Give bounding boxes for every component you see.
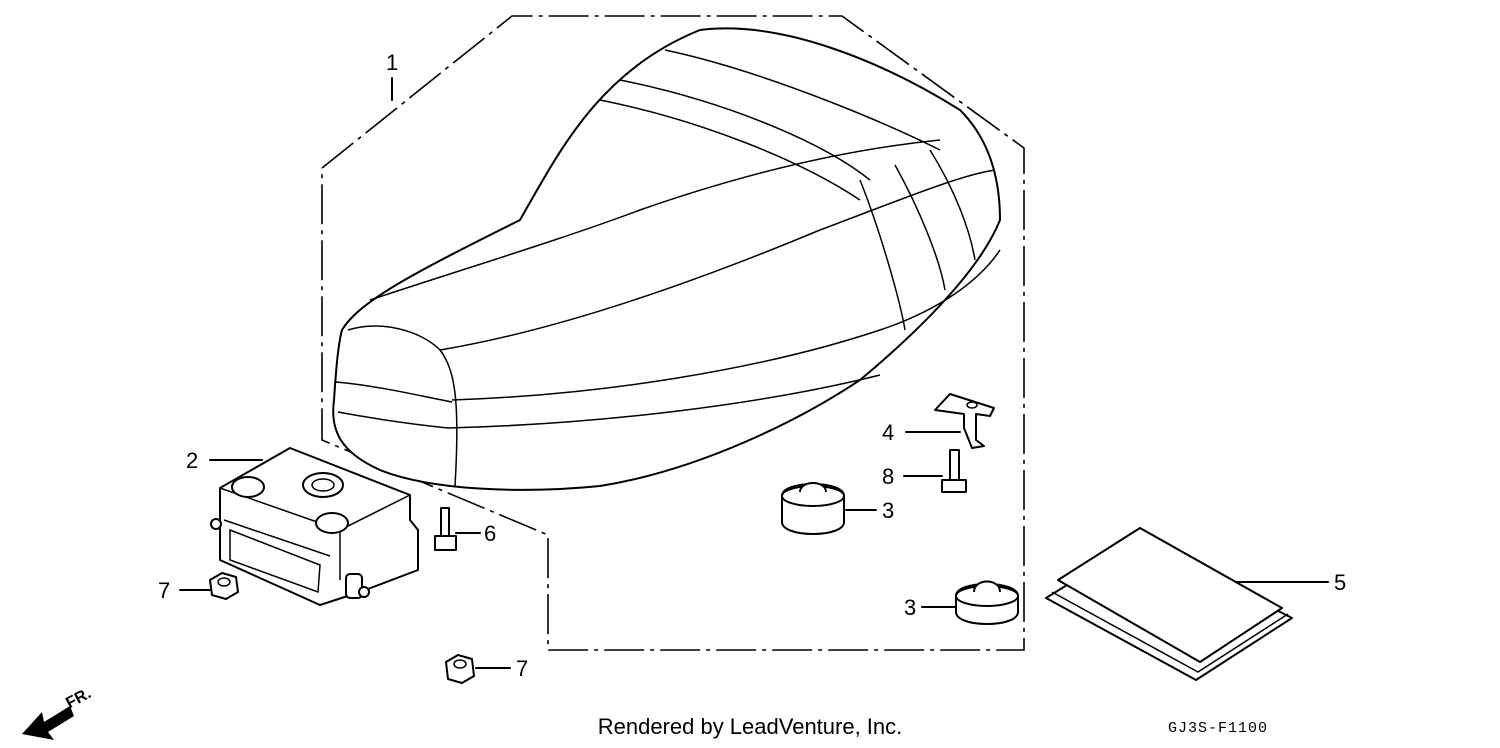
cushion-part-lower — [955, 580, 1019, 625]
bracket-part — [934, 393, 995, 449]
seat-lock-part — [210, 447, 419, 606]
owner-manual-part — [1045, 527, 1293, 681]
leader-lines — [179, 77, 1329, 669]
callout-5: 5 — [1334, 570, 1346, 595]
callout-6: 6 — [484, 521, 496, 546]
diagram-code: GJ3S-F1100 — [1168, 720, 1269, 737]
callout-2: 2 — [186, 448, 198, 473]
callout-3-upper: 3 — [882, 498, 894, 523]
callout-7-upper: 7 — [158, 578, 170, 603]
callout-3-lower: 3 — [904, 595, 916, 620]
nut-part-upper — [209, 572, 239, 600]
seat-part — [332, 27, 1001, 491]
cushion-part-upper — [781, 482, 845, 535]
callout-7-lower: 7 — [516, 656, 528, 681]
bolt-part-6 — [434, 507, 457, 551]
front-arrow-icon — [22, 706, 74, 740]
bolt-part-8 — [941, 449, 967, 493]
render-credit-text: Rendered by LeadVenture, Inc. — [597, 714, 903, 739]
nut-part-lower — [445, 654, 475, 684]
callout-1: 1 — [386, 50, 398, 75]
callout-8: 8 — [882, 464, 894, 489]
callout-4: 4 — [882, 420, 894, 445]
render-credit: Rendered by LeadVenture, Inc. — [0, 714, 1500, 740]
